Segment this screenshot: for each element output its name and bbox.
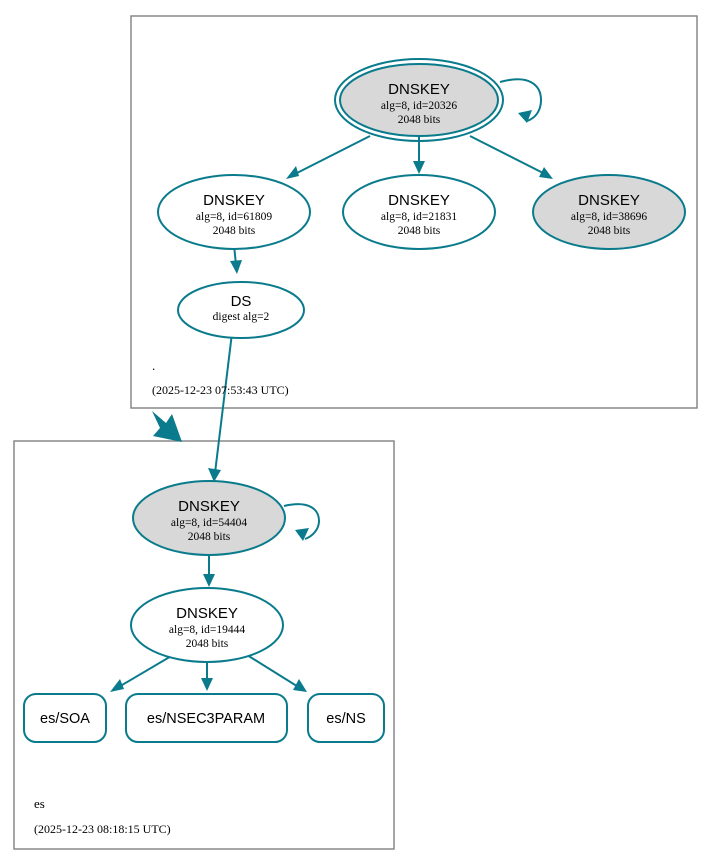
- node-size: 2048 bits: [188, 531, 231, 543]
- zone-name: .: [152, 358, 155, 373]
- edge-delegation-root-to-es: [152, 411, 182, 442]
- rrset-es-ns[interactable]: es/NS: [307, 693, 385, 743]
- rrset-label: es/SOA: [40, 711, 90, 727]
- zone-box-es: [13, 440, 395, 850]
- node-params: alg=8, id=21831: [381, 211, 457, 223]
- node-size: 2048 bits: [186, 638, 229, 650]
- zone-box-root: [130, 15, 698, 409]
- edge-ksk20326-to-zsk21831: [413, 134, 425, 174]
- zone-timestamp: (2025-12-23 07:53:43 UTC): [152, 383, 289, 397]
- edge-ksk20326-to-zsk61809: [286, 135, 371, 179]
- node-title: DNSKEY: [578, 192, 640, 209]
- node-title: DNSKEY: [176, 605, 238, 622]
- rrset-label: es/NSEC3PARAM: [147, 711, 265, 727]
- zone-label-root: . (2025-12-23 07:53:43 UTC): [152, 358, 289, 397]
- node-dnskey-61809[interactable]: DNSKEY alg=8, id=61809 2048 bits: [157, 174, 311, 250]
- node-size: 2048 bits: [588, 225, 631, 237]
- rrset-label: es/NS: [326, 711, 366, 727]
- node-dnskey-19444[interactable]: DNSKEY alg=8, id=19444 2048 bits: [130, 587, 284, 663]
- edge-selfsign-ksk54404: [283, 503, 321, 541]
- node-size: 2048 bits: [398, 225, 441, 237]
- node-title: DNSKEY: [388, 81, 450, 98]
- node-dnskey-54404[interactable]: DNSKEY alg=8, id=54404 2048 bits: [132, 480, 286, 556]
- node-dnskey-20326[interactable]: DNSKEY alg=8, id=20326 2048 bits: [334, 58, 504, 142]
- zone-label-es: es (2025-12-23 08:18:15 UTC): [34, 796, 171, 836]
- rrset-es-soa[interactable]: es/SOA: [23, 693, 107, 743]
- node-title: DNSKEY: [203, 192, 265, 209]
- edge-ksk20326-to-zsk38696: [469, 135, 553, 179]
- node-title: DS: [231, 293, 252, 310]
- node-params: alg=8, id=19444: [169, 624, 245, 636]
- node-ds-root[interactable]: DS digest alg=2: [177, 281, 305, 339]
- zone-name: es: [34, 796, 45, 811]
- node-title: DNSKEY: [178, 498, 240, 515]
- node-size: 2048 bits: [398, 114, 441, 126]
- rrset-es-nsec3param[interactable]: es/NSEC3PARAM: [125, 693, 288, 743]
- edge-zsk19444-to-es-soa: [110, 654, 174, 692]
- zone-timestamp: (2025-12-23 08:18:15 UTC): [34, 822, 171, 836]
- node-params: alg=8, id=61809: [196, 211, 272, 223]
- node-title: DNSKEY: [388, 192, 450, 209]
- edge-ksk54404-to-zsk19444: [203, 553, 215, 587]
- node-dnskey-38696[interactable]: DNSKEY alg=8, id=38696 2048 bits: [532, 174, 686, 250]
- edge-zsk19444-to-es-ns: [246, 654, 307, 692]
- node-params: alg=8, id=38696: [571, 211, 647, 223]
- node-params: digest alg=2: [213, 311, 270, 323]
- node-params: alg=8, id=20326: [381, 100, 457, 112]
- edge-ds-to-ksk54404: [208, 332, 233, 482]
- node-params: alg=8, id=54404: [171, 517, 247, 529]
- node-dnskey-21831[interactable]: DNSKEY alg=8, id=21831 2048 bits: [342, 174, 496, 250]
- node-size: 2048 bits: [213, 225, 256, 237]
- edge-selfsign-ksk-20326: [499, 78, 543, 123]
